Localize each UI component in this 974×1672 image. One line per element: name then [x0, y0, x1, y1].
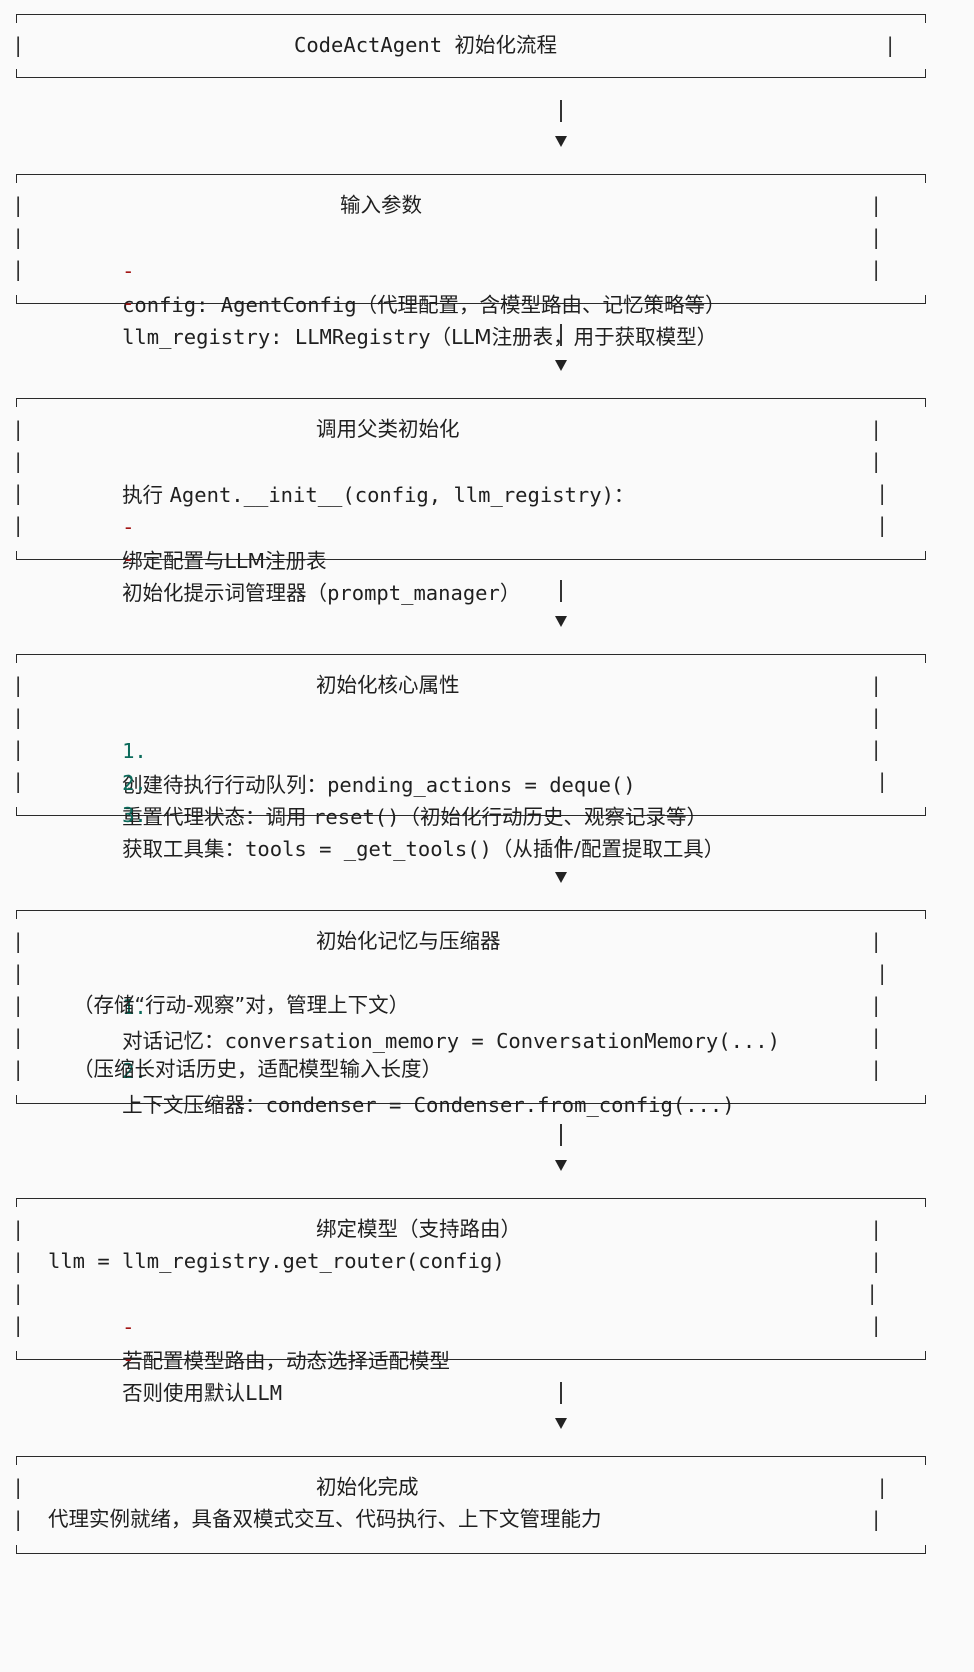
parent-init-prompt-row: | - 初始化提示词管理器（prompt_manager） |: [12, 513, 889, 605]
down-arrow-icon: [555, 360, 567, 371]
memory-note: （存储“行动-观察”对，管理上下文）: [60, 993, 410, 1017]
bullet-dash: -: [122, 547, 135, 571]
connector-arrow-4: [0, 836, 974, 926]
connector-arrow-6: [0, 1382, 974, 1472]
memory-condenser-box: | 初始化记忆与压缩器 | | 1. 对话记忆：conversation_mem…: [12, 910, 926, 1117]
flow-title-box: | CodeActAgent 初始化流程 |: [12, 14, 926, 78]
parent-init-bind-row: | - 绑定配置与LLM注册表 |: [12, 481, 889, 573]
exec-suffix: ：: [613, 483, 635, 507]
condenser-note: （压缩长对话历史，适配模型输入长度）: [60, 1057, 443, 1081]
route-text: 若配置模型路由，动态选择适配模型: [122, 1349, 451, 1373]
core-attr-code: reset(): [313, 805, 400, 829]
parent-init-title: 调用父类初始化: [316, 417, 460, 441]
connector-arrow-3: [0, 580, 974, 670]
bind-model-box: | 绑定模型（支持路由） | | llm = llm_registry.get_…: [12, 1198, 926, 1405]
core-attr-text: 重置代理状态：调用: [122, 805, 314, 829]
exec-call-code: Agent.__init__(config, llm_registry): [169, 483, 614, 507]
param-registry-code: llm_registry: LLMRegistry: [122, 325, 431, 349]
bullet-dash: -: [122, 291, 135, 315]
init-done-desc-row: | 代理实例就绪，具备双模式交互、代码执行、上下文管理能力 |: [12, 1502, 926, 1536]
param-config-row: | - config: AgentConfig（代理配置，含模型路由、记忆策略等…: [12, 225, 883, 317]
core-attr-code: tools = _get_tools(): [245, 837, 492, 861]
memory-row-2: | 2. 上下文压缩器：condenser = Condenser.from_c…: [12, 1025, 883, 1117]
get-router-code: llm = llm_registry.get_router(config): [48, 1249, 505, 1273]
prompt-manager-text: 初始化提示词管理器（: [122, 581, 328, 605]
core-attrs-box: | 初始化核心属性 | | 1. 创建待执行行动队列：pending_actio…: [12, 654, 926, 861]
down-arrow-icon: [555, 1160, 567, 1171]
bind-model-code-row: | llm = llm_registry.get_router(config) …: [12, 1244, 926, 1278]
param-config-desc: （代理配置，含模型路由、记忆策略等）: [356, 293, 726, 317]
memory-row-1-note: | （存储“行动-观察”对，管理上下文） |: [12, 988, 926, 1022]
bind-model-title: 绑定模型（支持路由）: [316, 1217, 521, 1241]
input-params-box: | 输入参数 | | - config: AgentConfig（代理配置，含模…: [12, 174, 926, 349]
step-number: 3.: [122, 803, 147, 827]
param-registry-desc: （LLM注册表，用于获取模型）: [430, 325, 718, 349]
step-number: 2.: [122, 1059, 147, 1083]
condenser-text: 上下文压缩器：: [122, 1093, 266, 1117]
memory-row-1: | 1. 对话记忆：conversation_memory = Conversa…: [12, 961, 889, 1053]
init-done-desc: 代理实例就绪，具备双模式交互、代码执行、上下文管理能力: [48, 1507, 602, 1531]
prompt-manager-code: prompt_manager: [327, 581, 500, 605]
flow-title-row: | CodeActAgent 初始化流程 |: [12, 28, 926, 62]
default-llm-code: LLM: [245, 1381, 283, 1405]
init-done-box: | 初始化完成 | | 代理实例就绪，具备双模式交互、代码执行、上下文管理能力 …: [12, 1456, 926, 1554]
down-arrow-icon: [555, 616, 567, 627]
core-attr-code: pending_actions = deque(): [327, 773, 636, 797]
core-attr-row-2: | 2. 重置代理状态：调用 reset()（初始化行动历史、观察记录等） |: [12, 737, 883, 829]
core-attrs-title-row: | 初始化核心属性 |: [12, 668, 926, 702]
bind-model-route-row: | - 若配置模型路由，动态选择适配模型 |: [12, 1281, 879, 1373]
parent-init-exec-row: | 执行 Agent.__init__(config, llm_registry…: [12, 449, 883, 507]
connector-arrow-2: [0, 324, 974, 414]
core-attr-text: 创建待执行行动队列：: [122, 773, 328, 797]
bind-config-text: 绑定配置与LLM注册表: [122, 549, 327, 573]
init-done-title-row: | 初始化完成 |: [12, 1470, 926, 1504]
step-number: 1.: [122, 739, 147, 763]
memory-code: conversation_memory = ConversationMemory…: [224, 1029, 780, 1053]
connector-arrow-1: [0, 100, 974, 190]
input-params-title-row: | 输入参数 |: [12, 188, 926, 222]
parent-init-title-row: | 调用父类初始化 |: [12, 412, 926, 446]
init-done-title: 初始化完成: [316, 1475, 419, 1499]
connector-arrow-5: [0, 1124, 974, 1214]
core-attr-note: （从插件/配置提取工具）: [491, 837, 725, 861]
bullet-dash: -: [122, 515, 135, 539]
memory-row-2-note: | （压缩长对话历史，适配模型输入长度） |: [12, 1052, 926, 1086]
param-config-code: config: AgentConfig: [122, 293, 357, 317]
core-attrs-title: 初始化核心属性: [316, 673, 460, 697]
memory-title-row: | 初始化记忆与压缩器 |: [12, 924, 926, 958]
memory-title: 初始化记忆与压缩器: [316, 929, 501, 953]
input-params-title: 输入参数: [340, 193, 422, 217]
parent-init-box: | 调用父类初始化 | | 执行 Agent.__init__(config, …: [12, 398, 926, 605]
bullet-dash: -: [122, 1315, 135, 1339]
bind-model-default-row: | - 否则使用默认LLM |: [12, 1313, 883, 1405]
down-arrow-icon: [555, 872, 567, 883]
bullet-dash: -: [122, 259, 135, 283]
exec-prefix: 执行: [122, 483, 170, 507]
down-arrow-icon: [555, 136, 567, 147]
param-registry-row: | - llm_registry: LLMRegistry（LLM注册表，用于获…: [12, 257, 883, 349]
core-attr-text: 获取工具集：: [122, 837, 246, 861]
down-arrow-icon: [555, 1418, 567, 1429]
bullet-dash: -: [122, 1347, 135, 1371]
step-number: 2.: [122, 771, 147, 795]
bind-model-title-row: | 绑定模型（支持路由） |: [12, 1212, 926, 1246]
core-attr-row-3: | 3. 获取工具集：tools = _get_tools()（从插件/配置提取…: [12, 769, 889, 861]
prompt-manager-close: ）: [499, 581, 521, 605]
condenser-code: condenser = Condenser.from_config(...): [265, 1093, 735, 1117]
default-text: 否则使用默认: [122, 1381, 246, 1405]
flow-title: CodeActAgent 初始化流程: [294, 33, 557, 57]
step-number: 1.: [122, 995, 147, 1019]
core-attr-note: （初始化行动历史、观察记录等）: [399, 805, 708, 829]
memory-text: 对话记忆：: [122, 1029, 225, 1053]
core-attr-row-1: | 1. 创建待执行行动队列：pending_actions = deque()…: [12, 705, 883, 797]
